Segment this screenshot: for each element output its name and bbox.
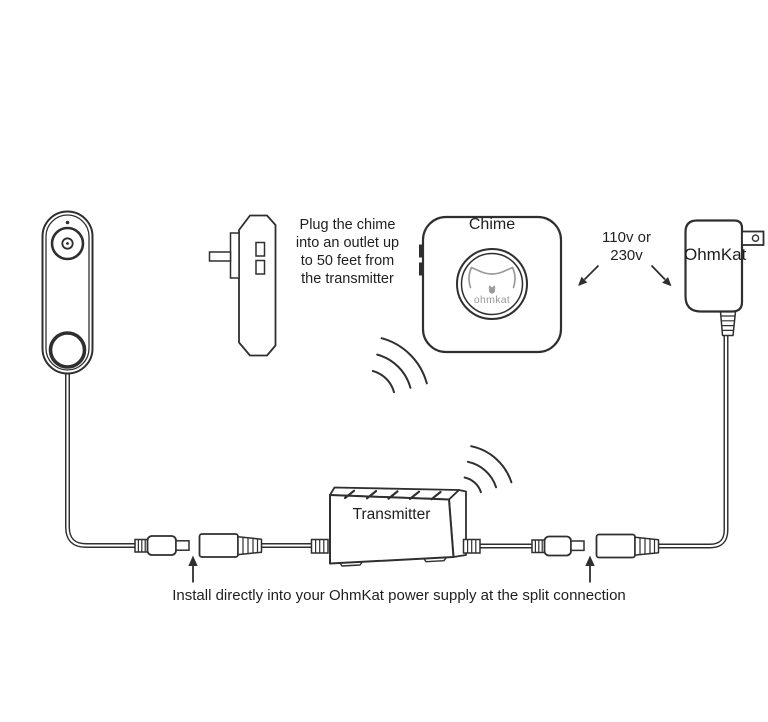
female-barrel-jack [198, 533, 263, 558]
doorbell-led-dot [65, 220, 70, 225]
doorbell-button-ring [48, 331, 87, 369]
voltage-arrows [578, 264, 672, 287]
transmitter-label: Transmitter [352, 505, 431, 523]
female-barrel-jack [595, 533, 660, 559]
male-barrel-plug [134, 535, 190, 556]
transmitter-output-connector [462, 538, 481, 554]
up-arrow-icon [188, 555, 198, 583]
plug-instruction-note: Plug the chime into an outlet up to 50 f… [295, 217, 400, 287]
down-right-arrow-icon [650, 264, 672, 287]
split-connector-right [462, 533, 660, 583]
video-doorbell [41, 210, 94, 375]
chime-unit [419, 215, 563, 354]
plug-vent [255, 259, 266, 275]
transmitter-vent-slots [343, 489, 442, 501]
chime-label: Chime [468, 216, 516, 233]
wires [65, 333, 729, 549]
doorbell-camera-ring [50, 226, 85, 261]
voltage-note: 110v or 230v [602, 229, 651, 264]
chime-speaker-ring [456, 248, 528, 320]
ohmkat-cat-logo-icon [468, 266, 516, 294]
down-left-arrow-icon [578, 264, 600, 286]
ohmkat-logo-text: ohmkat [473, 293, 511, 306]
male-barrel-plug [531, 535, 585, 557]
transmitter-input-connector [310, 538, 329, 554]
chime-plug-side-view [208, 214, 277, 357]
adapter-label: OhmKat [684, 244, 747, 264]
split-connector-left [134, 533, 329, 583]
adapter-plug-blade [741, 230, 765, 246]
plug-backplate [229, 232, 240, 279]
transmitter-foot [423, 557, 447, 563]
wireless-signal-icon [371, 337, 428, 394]
transmitter-foot [339, 561, 363, 567]
install-instruction-note: Install directly into your OhmKat power … [172, 587, 626, 604]
plug-prong [208, 251, 232, 262]
plug-vent [255, 241, 266, 257]
up-arrow-icon [585, 555, 595, 583]
transmitter-unit [329, 486, 467, 567]
power-adapter [684, 219, 765, 337]
transmitter-wireless-signal-icon [463, 445, 513, 494]
adapter-strain-relief [719, 310, 737, 337]
